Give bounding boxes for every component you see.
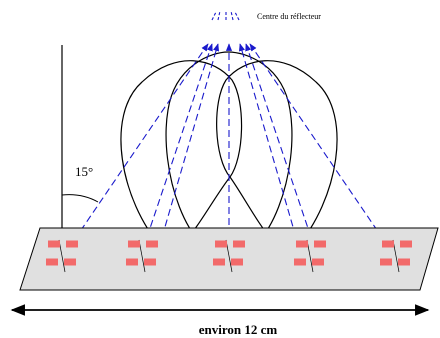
- patch-element: [380, 258, 392, 266]
- patch-group: [380, 239, 412, 273]
- patch-element: [128, 240, 140, 248]
- beam-rays: [61, 43, 397, 259]
- patch-element: [398, 258, 410, 266]
- antenna-substrate: [19, 227, 439, 291]
- tilt-angle-arc: [61, 194, 99, 203]
- patch-element: [126, 258, 138, 266]
- patch-group: [213, 239, 245, 273]
- patch-element: [400, 240, 412, 248]
- patch-element: [294, 258, 306, 266]
- patch-group: [46, 239, 78, 273]
- beam-ray: [139, 43, 213, 259]
- patch-element: [314, 240, 326, 248]
- patch-group: [126, 239, 158, 273]
- beam-ray: [249, 43, 397, 259]
- beam-ray: [245, 43, 319, 259]
- patch-element: [213, 258, 225, 266]
- patch-element: [146, 240, 158, 248]
- radiation-lobe-left: [120, 60, 243, 253]
- beam-ray: [155, 43, 220, 259]
- focus-ticks: [211, 10, 240, 21]
- patch-element: [231, 258, 243, 266]
- radiation-lobe-center: [165, 51, 293, 256]
- radiation-lobe-right: [216, 60, 338, 253]
- dimension-label: environ 12 cm: [199, 322, 278, 337]
- patch-array: [46, 239, 412, 273]
- patch-element: [144, 258, 156, 266]
- patch-element: [64, 258, 76, 266]
- patch-element: [215, 240, 227, 248]
- tilt-angle-label: 15°: [75, 164, 93, 179]
- patch-element: [48, 240, 60, 248]
- reflector-center-label: Centre du réflecteur: [257, 12, 321, 21]
- patch-element: [46, 258, 58, 266]
- beam-ray: [238, 43, 303, 259]
- patch-element: [233, 240, 245, 248]
- patch-element: [382, 240, 394, 248]
- patch-element: [296, 240, 308, 248]
- patch-element: [66, 240, 78, 248]
- patch-element: [312, 258, 324, 266]
- beam-ray: [61, 43, 209, 259]
- patch-group: [294, 239, 326, 273]
